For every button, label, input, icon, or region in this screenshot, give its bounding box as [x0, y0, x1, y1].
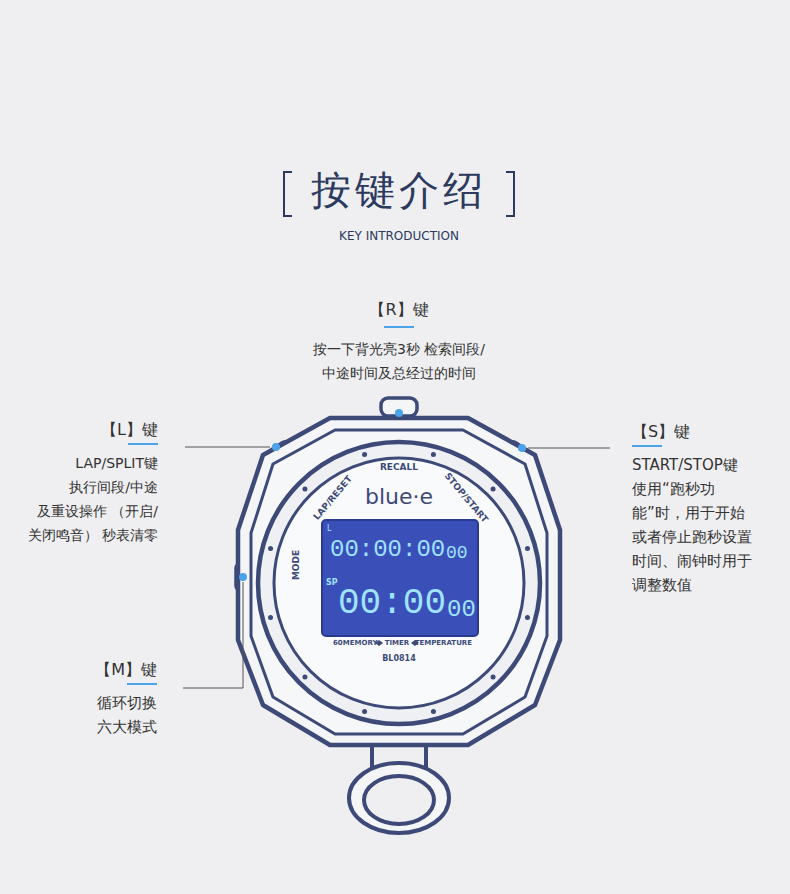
bezel — [258, 442, 540, 724]
lcd-digits: 00:00:00 — [330, 538, 445, 562]
model-number: BL0814 — [382, 654, 415, 664]
bezel-dot — [362, 452, 367, 457]
key-description: START/STOP键 使用“跑秒功能”时，用于开始或者停止跑秒设置时间、闹钟时… — [632, 453, 754, 597]
key-description: LAP/SPLIT键 执行间段/中途 及重设操作 （开启/关闭鸣音） 秒表清零 — [26, 451, 158, 547]
subtitle: KEY INTRODUCTION — [339, 229, 459, 243]
stopwatch-body — [238, 418, 560, 745]
bezel-dot — [491, 675, 496, 680]
button-name: RECALL — [380, 462, 418, 473]
key-heading: 【M】键 — [95, 660, 157, 679]
bezel-dot — [362, 709, 367, 714]
title-bracket — [284, 172, 292, 216]
bezel-dot — [302, 486, 307, 491]
bezel-dot — [525, 546, 530, 551]
mode-name: TEMPERATURE — [415, 639, 472, 647]
lcd-digits: 00 — [446, 544, 468, 562]
button-name: MODE — [291, 550, 302, 580]
button-name: STOP/START — [442, 471, 490, 525]
lcd-digits: 00:00 — [338, 586, 446, 622]
key-description: 循环切换 六大模式 — [85, 691, 157, 739]
heading-underline — [127, 327, 662, 684]
key-description: 按一下背光亮3秒 检索间段/中途时间及总经过的时间 — [262, 337, 537, 385]
bezel-dot — [302, 675, 307, 680]
bezel-dot — [525, 615, 530, 620]
key-heading: 【L】键 — [101, 420, 158, 439]
bezel-dot — [268, 615, 273, 620]
page-title: 按键介绍 — [311, 166, 487, 214]
bezel-dot — [491, 486, 496, 491]
bezel-dot — [431, 709, 436, 714]
callout-dot — [239, 409, 526, 581]
stopwatch-body-inner — [251, 430, 547, 734]
lcd-screen — [322, 520, 478, 636]
brand-logo: blue·e — [365, 484, 433, 510]
bezel-dot — [431, 452, 436, 457]
lcd-digits: 00 — [447, 598, 476, 622]
dial-face — [274, 458, 524, 708]
key-heading: 【R】键 — [369, 300, 428, 319]
bezel-dot — [268, 546, 273, 551]
title-bracket — [506, 172, 514, 216]
button-name: LAP/RESET — [311, 474, 354, 523]
leader-line — [183, 447, 610, 688]
key-heading: 【S】键 — [632, 422, 690, 441]
lcd-indicator: L — [327, 524, 331, 534]
lcd-indicator: SP — [326, 578, 338, 588]
bezel-dot — [268, 452, 530, 714]
mode-name: 60MEMORY — [333, 639, 377, 647]
mode-name: TIMER — [385, 639, 410, 647]
lanyard-ring — [349, 742, 449, 833]
